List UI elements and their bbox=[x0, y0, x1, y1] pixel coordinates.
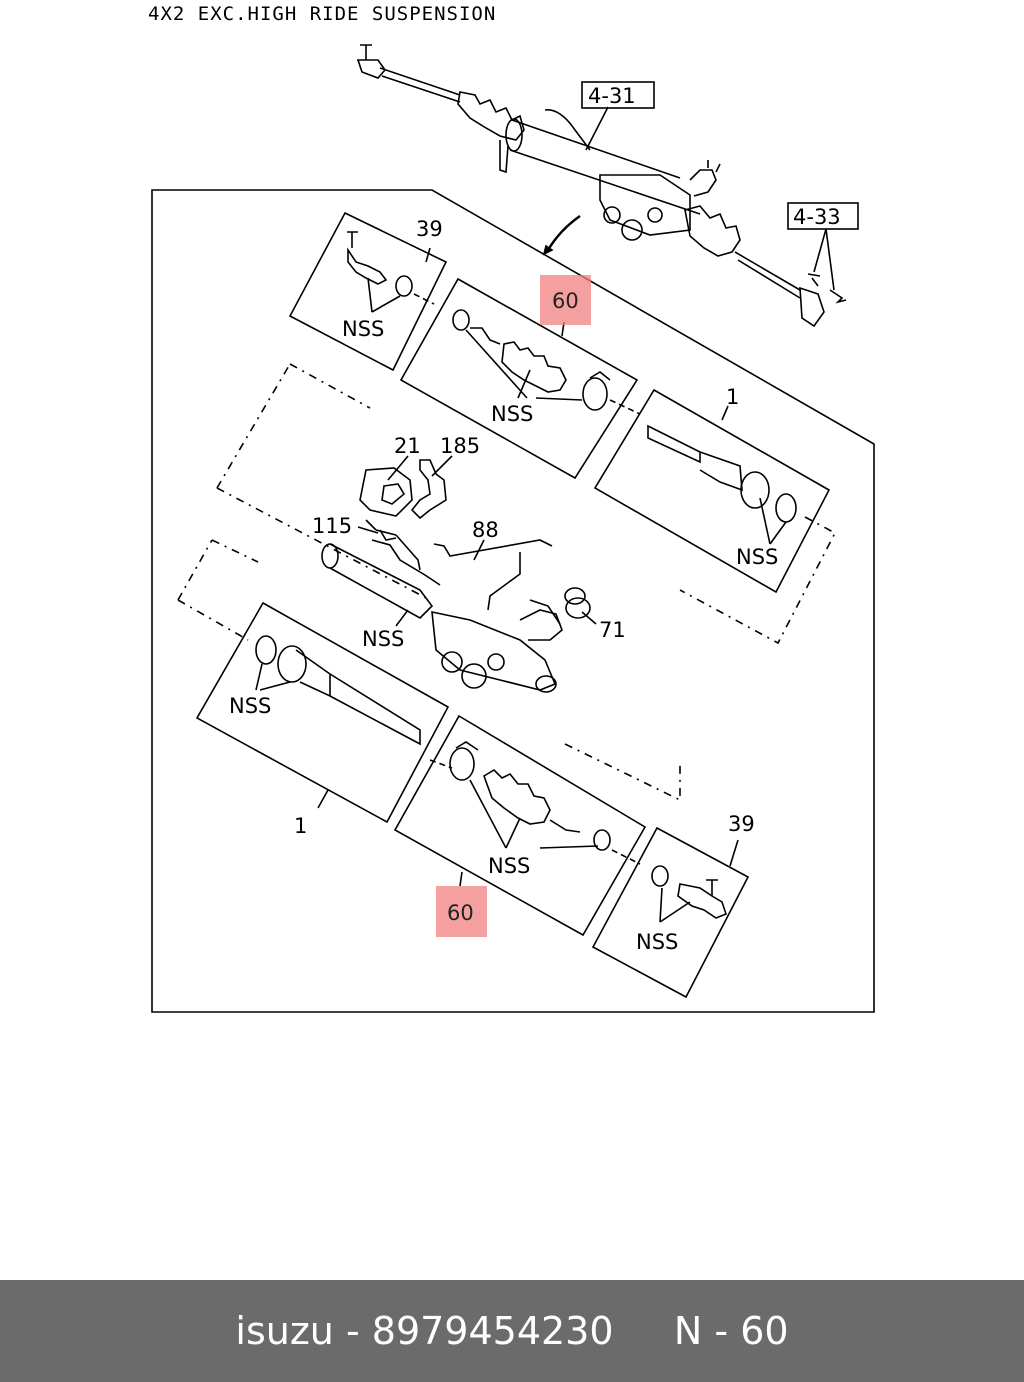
highlight-60-lower bbox=[436, 886, 487, 937]
label-1-lower: 1 bbox=[294, 814, 307, 838]
ref-box-4-33 bbox=[787, 202, 859, 230]
label-nss-boot-upper: NSS bbox=[491, 402, 533, 426]
label-60-lower: 60 bbox=[447, 901, 474, 925]
label-nss-inner-lower: NSS bbox=[229, 694, 271, 718]
group-box-60-upper bbox=[399, 277, 639, 480]
diagram-caption: 4X2 EXC.HIGH RIDE SUSPENSION bbox=[148, 3, 497, 25]
footer-text: isuzu - 8979454230 N - 60 bbox=[235, 1309, 789, 1353]
label-nss-inner-upper: NSS bbox=[736, 545, 778, 569]
ref-label-4-33: 4-33 bbox=[793, 205, 841, 229]
group-box-1-upper bbox=[593, 388, 831, 594]
ref-box-4-31 bbox=[581, 81, 655, 109]
group-box-39-upper bbox=[288, 211, 448, 372]
label-115: 115 bbox=[312, 514, 352, 538]
group-box-1-lower bbox=[195, 601, 450, 824]
label-layer: 4-31 4-33 39 NSS 60 NSS 1 NSS 21 185 115… bbox=[229, 84, 841, 954]
footer-bar: isuzu - 8979454230 N - 60 bbox=[0, 1280, 1024, 1382]
ref-label-4-31: 4-31 bbox=[588, 84, 636, 108]
label-39-upper: 39 bbox=[416, 217, 443, 241]
label-185: 185 bbox=[440, 434, 480, 458]
label-39-lower: 39 bbox=[728, 812, 755, 836]
label-nss-tie-rod-lower: NSS bbox=[636, 930, 678, 954]
rack-housing-drawing bbox=[321, 459, 591, 693]
label-1-upper: 1 bbox=[726, 385, 739, 409]
highlight-60-upper bbox=[540, 275, 591, 325]
label-71: 71 bbox=[599, 618, 626, 642]
label-60-upper: 60 bbox=[552, 289, 579, 313]
label-88: 88 bbox=[472, 518, 499, 542]
label-nss-tie-rod-upper: NSS bbox=[342, 317, 384, 341]
label-21: 21 bbox=[394, 434, 421, 458]
outer-frame bbox=[151, 189, 875, 1013]
group-box-60-lower bbox=[393, 714, 647, 937]
label-nss-housing: NSS bbox=[362, 627, 404, 651]
parts-diagram: 4-31 4-33 39 NSS 60 NSS 1 NSS 21 185 115… bbox=[151, 44, 875, 1013]
rack-assembly-drawing bbox=[356, 44, 847, 328]
group-box-39-lower bbox=[591, 826, 750, 999]
label-nss-boot-lower: NSS bbox=[488, 854, 530, 878]
